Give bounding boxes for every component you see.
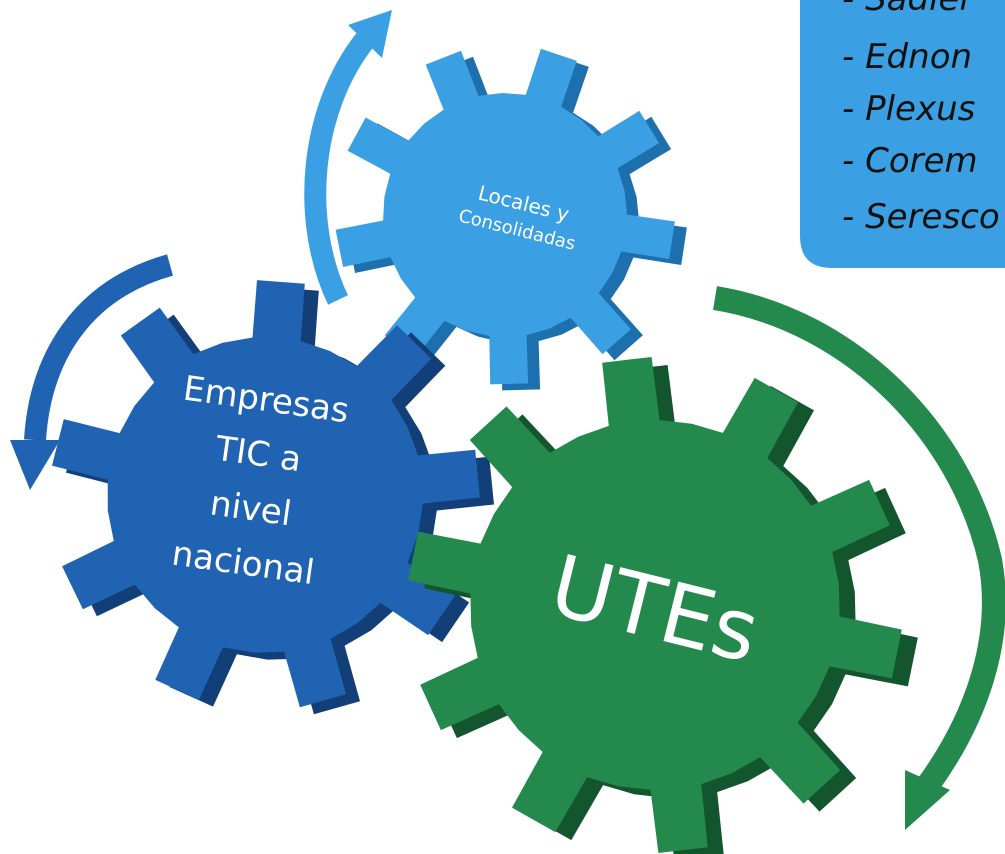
gear-locales xyxy=(335,48,687,391)
callout-item: - Ednon xyxy=(842,37,972,77)
callout-item: - Corem xyxy=(842,141,978,181)
arrow-light-blue xyxy=(304,10,392,305)
gear-empresas xyxy=(52,280,494,715)
arrow-green xyxy=(713,286,1005,830)
callout-item: - Plexus xyxy=(842,89,975,129)
callout-item: - Seresco xyxy=(842,197,1000,237)
gear-locales-face xyxy=(335,48,675,385)
callout-item: - Sadiel xyxy=(842,0,969,19)
gear-utes-face xyxy=(408,357,902,853)
arrow-dark-blue xyxy=(10,254,174,490)
callout-box: - Sadiel - Ednon - Plexus - Corem - Sere… xyxy=(800,0,1005,268)
gear-empresas-face xyxy=(52,280,480,708)
gear-utes xyxy=(408,357,918,854)
callout-shape xyxy=(800,0,1005,268)
